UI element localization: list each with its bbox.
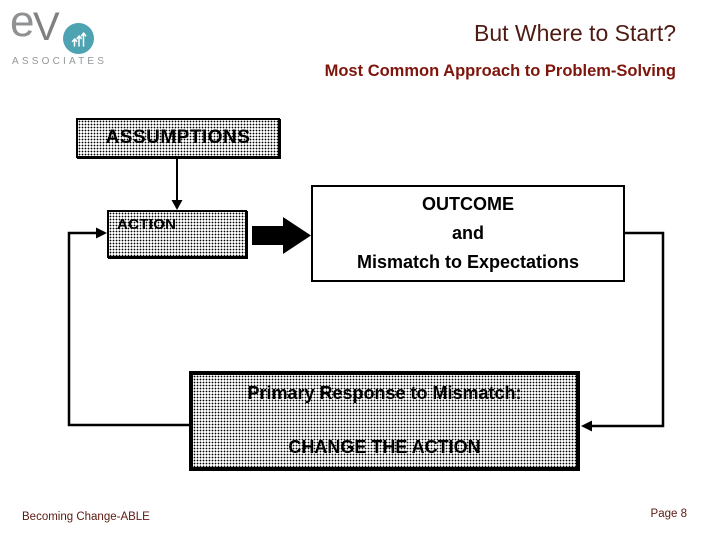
- assumptions-box: ASSUMPTIONS: [76, 118, 280, 158]
- outcome-line-3: Mismatch to Expectations: [356, 252, 580, 272]
- primary-response-box: Primary Response to Mismatch: CHANGE THE…: [189, 371, 580, 471]
- outcome-line-1: OUTCOME: [422, 194, 514, 214]
- action-box: ACTION: [107, 210, 247, 258]
- footer-deck-title: Becoming Change-ABLE: [22, 511, 150, 523]
- logo-circle: [63, 23, 94, 54]
- slide-subtitle: Most Common Approach to Problem-Solving: [324, 62, 676, 80]
- footer-page-number: Page 8: [650, 508, 687, 520]
- block-arrow-action-to-outcome: [252, 217, 311, 254]
- logo-subtext: ASSOCIATES: [12, 56, 108, 67]
- outcome-box: OUTCOME and Mismatch to Expectations: [311, 185, 625, 282]
- evo-associates-logo: e V ASSOCIATES: [10, 0, 120, 70]
- action-label: ACTION: [117, 216, 177, 233]
- growth-arrows-icon: [71, 31, 86, 47]
- outcome-line-2: and: [451, 223, 484, 243]
- assumptions-label: ASSUMPTIONS: [105, 127, 251, 148]
- primary-response-title: Primary Response to Mismatch:: [247, 383, 522, 403]
- logo-letter-e: e: [10, 0, 35, 46]
- logo-letter-v: V: [33, 5, 60, 49]
- arrow-assumptions-to-action: [171, 159, 183, 210]
- slide-title: But Where to Start?: [474, 20, 676, 46]
- primary-response-action: CHANGE THE ACTION: [288, 437, 481, 457]
